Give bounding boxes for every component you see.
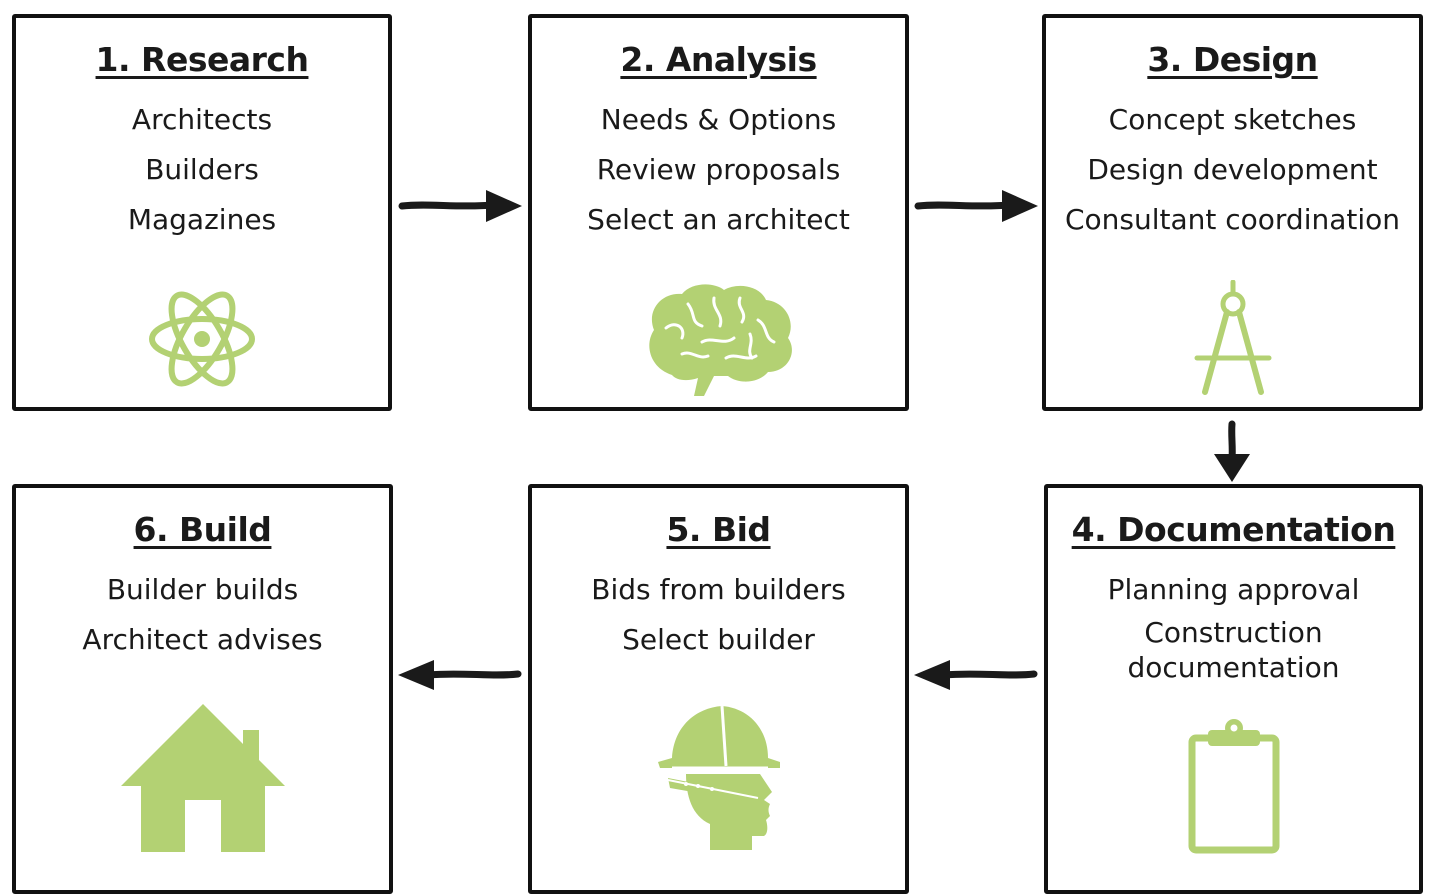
step-line: Builder builds (106, 573, 299, 606)
step-title: 6. Build (133, 510, 272, 549)
step-title: 1. Research (95, 40, 309, 79)
step-title: 2. Analysis (620, 40, 817, 79)
step-line: Select an architect (587, 203, 850, 236)
arrow-right-icon (914, 190, 1038, 222)
atom-icon (149, 291, 255, 387)
clipboard-icon (1188, 719, 1279, 854)
arrow-left-icon (398, 660, 522, 690)
step-analysis: 2. Analysis Needs & Options Review propo… (528, 14, 909, 411)
step-line: Design development (1087, 153, 1378, 186)
arrow-right-icon (398, 190, 522, 222)
step-research: 1. Research Architects Builders Magazine… (12, 14, 392, 411)
step-build: 6. Build Builder builds Architect advise… (12, 484, 393, 894)
arrow-down-icon (1214, 420, 1250, 482)
step-line: Architects (131, 103, 273, 136)
step-line: Builders (145, 153, 259, 186)
step-line: Consultant coordination (1064, 203, 1401, 236)
step-documentation: 4. Documentation Planning approval Const… (1044, 484, 1423, 894)
step-line: Bids from builders (591, 573, 846, 606)
step-title: 5. Bid (666, 510, 771, 549)
step-title: 4. Documentation (1071, 510, 1396, 549)
step-title: 3. Design (1147, 40, 1318, 79)
step-line: Select builder (622, 623, 815, 656)
step-line: Review proposals (596, 153, 841, 186)
step-line: Concept sketches (1108, 103, 1357, 136)
step-line: Magazines (127, 203, 277, 236)
step-design: 3. Design Concept sketches Design develo… (1042, 14, 1423, 411)
step-line: Construction documentation (1127, 616, 1340, 684)
step-line: Planning approval (1107, 573, 1360, 606)
hardhat-head-icon (657, 705, 780, 850)
house-icon (120, 704, 285, 852)
brain-icon (648, 284, 792, 396)
compass-icon (1194, 280, 1271, 395)
step-line: Needs & Options (600, 103, 837, 136)
step-bid: 5. Bid Bids from builders Select builder (528, 484, 909, 894)
step-line: Architect advises (82, 623, 323, 656)
arrow-left-icon (914, 660, 1038, 690)
